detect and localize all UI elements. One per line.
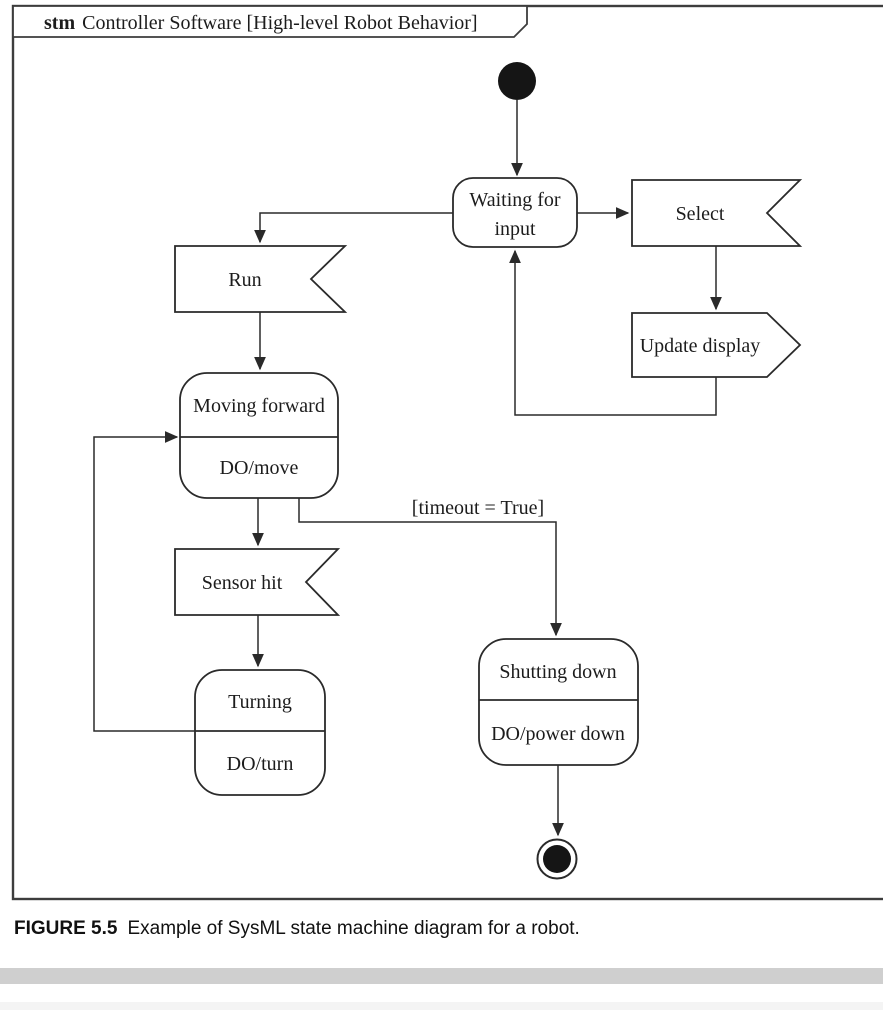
bottom-bar-dark: [0, 968, 883, 984]
signal-sensor-hit-shape: [174, 548, 341, 616]
signal-run-shape: [174, 245, 348, 313]
initial-state: [498, 62, 536, 100]
final-state-inner: [543, 845, 571, 873]
figure-caption-text: Example of SysML state machine diagram f…: [127, 918, 579, 939]
signal-select: Select: [631, 179, 803, 247]
signal-select-label: Select: [676, 203, 725, 225]
state-waiting-for-input-label-line2: input: [494, 218, 536, 240]
frame-kind-label: stm: [44, 12, 75, 34]
transition-moving-forward-to-shutting-down: [298, 498, 562, 637]
state-waiting-for-input-label-line1: Waiting for: [469, 189, 560, 211]
state-turning: Turning DO/turn: [194, 669, 326, 796]
state-shutting-down-activity: DO/power down: [491, 723, 625, 745]
transition-waiting-to-run: [254, 212, 453, 244]
state-shutting-down-label: Shutting down: [499, 661, 616, 683]
transition-update-display-to-waiting: [509, 249, 717, 416]
signal-run: Run: [174, 245, 348, 313]
guard-timeout-label: [timeout = True]: [412, 497, 544, 519]
state-turning-activity: DO/turn: [227, 753, 294, 775]
diagram-frame: [11, 4, 883, 901]
signal-update-display-shape: [631, 312, 802, 378]
state-moving-forward-activity: DO/move: [220, 457, 299, 479]
state-shutting-down: Shutting down DO/power down: [478, 638, 639, 766]
state-waiting-for-input-box: [452, 177, 578, 248]
state-turning-box: [194, 669, 326, 796]
frame-title-text: Controller Software [High-level Robot Be…: [82, 12, 477, 34]
state-moving-forward: Moving forward DO/move: [179, 372, 339, 499]
signal-run-label: Run: [228, 269, 261, 291]
bottom-bar-light: [0, 1002, 883, 1010]
figure-caption-label: FIGURE 5.5: [14, 918, 118, 939]
figure-caption: FIGURE 5.5 Example of SysML state machine…: [14, 918, 580, 939]
state-turning-label: Turning: [228, 691, 292, 713]
signal-select-shape: [631, 179, 803, 247]
state-shutting-down-box: [478, 638, 639, 766]
signal-sensor-hit-label: Sensor hit: [202, 572, 283, 594]
signal-sensor-hit: Sensor hit: [174, 548, 341, 616]
transition-turning-to-moving-forward: [93, 431, 195, 732]
signal-update-display: Update display: [631, 312, 802, 378]
signal-update-display-label: Update display: [640, 335, 761, 357]
state-moving-forward-box: [179, 372, 339, 499]
state-moving-forward-label: Moving forward: [193, 395, 325, 417]
frame-title: stm Controller Software [High-level Robot…: [44, 12, 478, 34]
state-waiting-for-input: Waiting for input: [452, 177, 578, 248]
frame-title-tab: [12, 5, 528, 38]
